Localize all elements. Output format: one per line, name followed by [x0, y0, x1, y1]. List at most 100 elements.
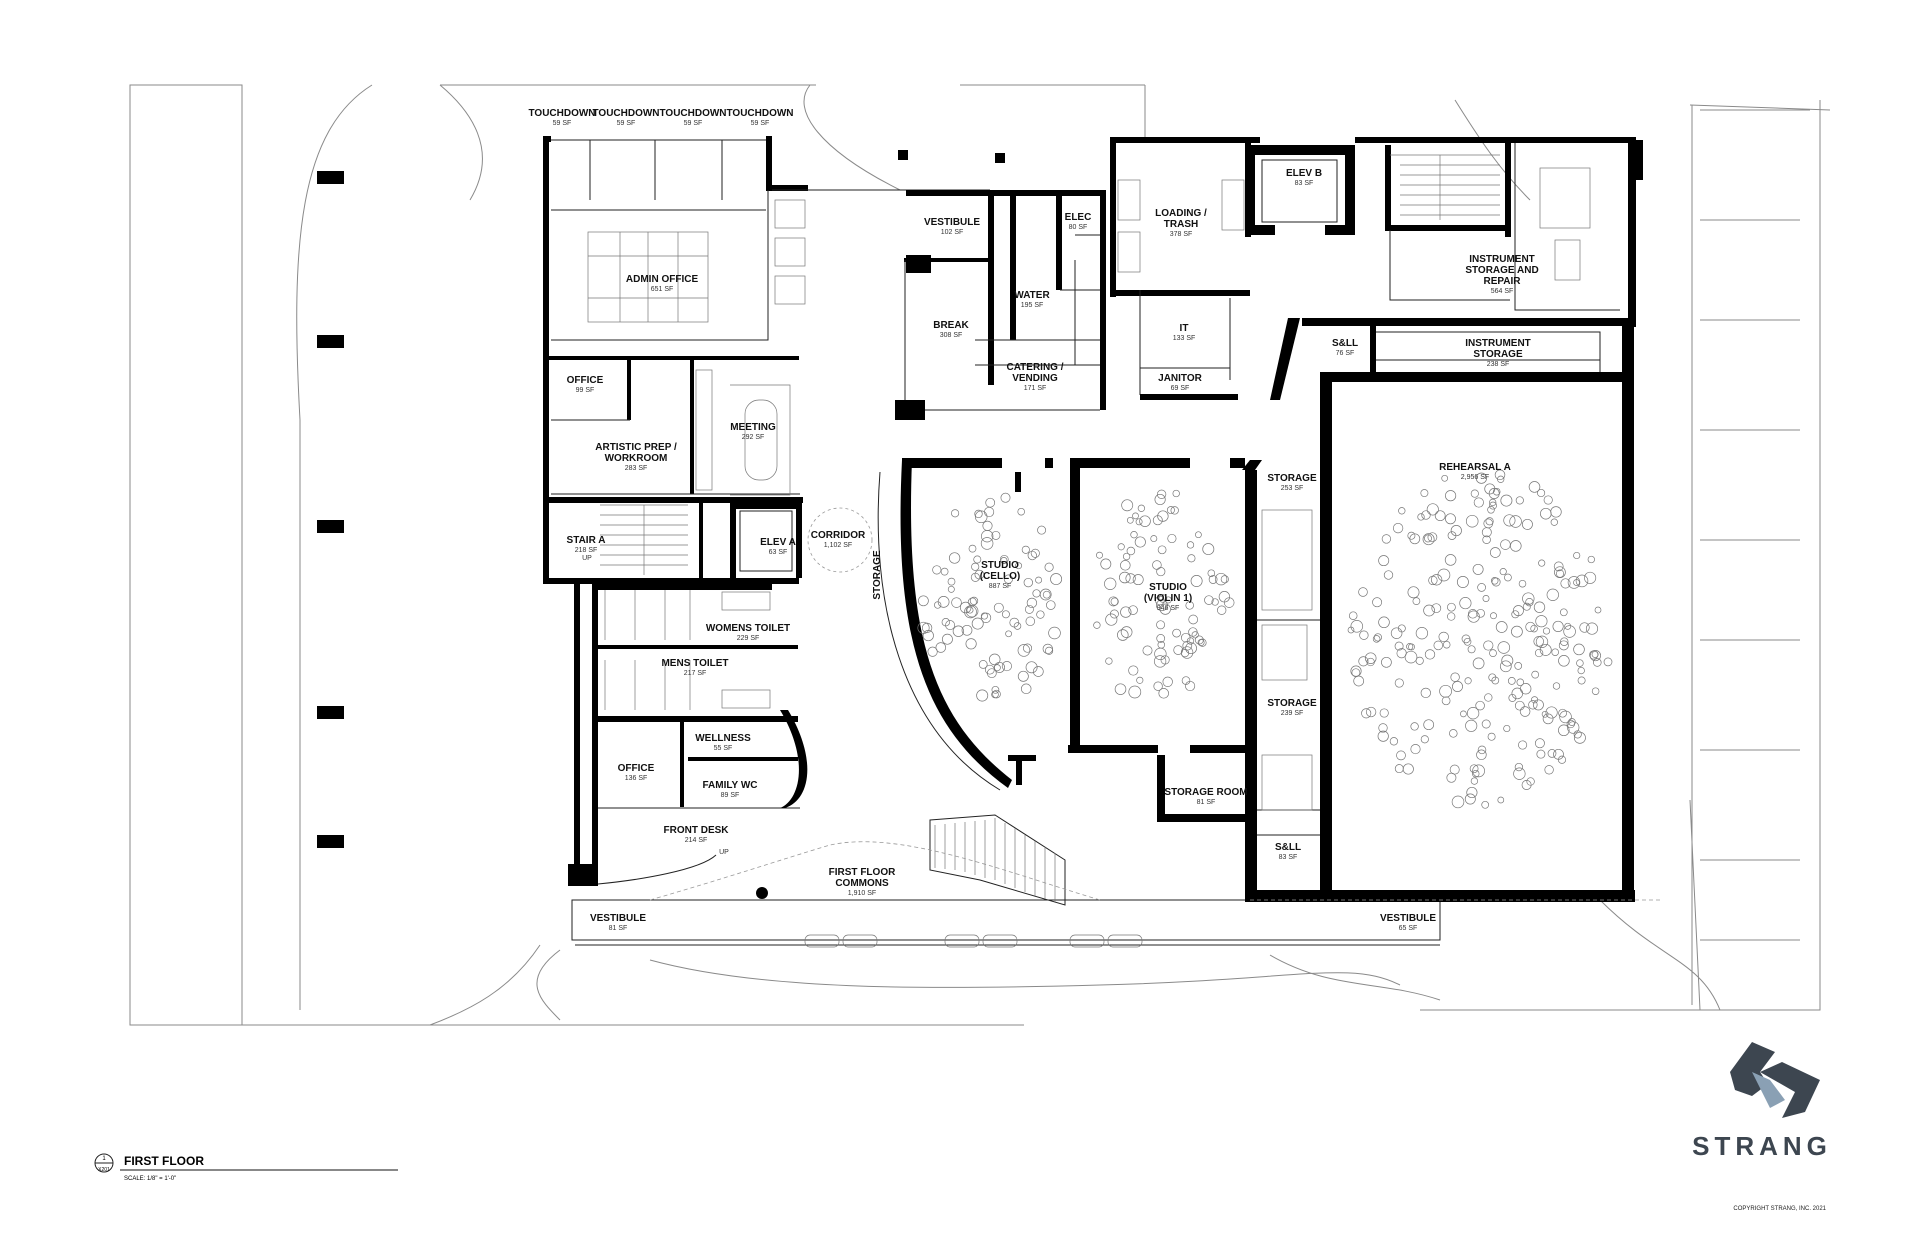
- cello-studio-chair: [974, 509, 983, 519]
- rehearsal-chair: [1451, 795, 1465, 809]
- room-name: VESTIBULE: [590, 913, 646, 924]
- room-name: JANITOR: [1158, 373, 1202, 384]
- cello-studio-chair: [961, 624, 973, 636]
- cello-studio-chair: [945, 620, 956, 631]
- room-name: MENS TOILET: [661, 658, 728, 669]
- room-area: 283 SF: [625, 465, 648, 472]
- rehearsal-chair: [1514, 700, 1525, 711]
- rehearsal-chair: [1364, 652, 1377, 664]
- violin-studio-chair: [1122, 552, 1131, 561]
- rehearsal-chair: [1532, 699, 1544, 711]
- cello-studio-chair: [1000, 492, 1011, 503]
- violin-studio-chair: [1223, 597, 1235, 608]
- violin-studio-chair: [1105, 613, 1118, 626]
- room-area: 308 SF: [940, 332, 963, 339]
- violin-studio-chair: [1121, 499, 1134, 512]
- rehearsal-chair: [1557, 755, 1567, 764]
- room-area: 229 SF: [737, 635, 760, 642]
- rehearsal-chair: [1372, 635, 1381, 643]
- room-name: VESTIBULE: [924, 217, 980, 228]
- rehearsal-chair: [1433, 640, 1444, 651]
- room-name: S&LL: [1332, 338, 1358, 349]
- room-area: 55 SF: [714, 745, 733, 752]
- violin-studio-chair: [1132, 512, 1139, 520]
- rehearsal-chair: [1573, 731, 1586, 744]
- room-area: 292 SF: [742, 434, 765, 441]
- cello-studio-chair: [947, 577, 956, 586]
- cello-studio-chair: [969, 596, 979, 606]
- violin-studio-chair: [1162, 676, 1173, 687]
- room-name: ELEC: [1065, 212, 1092, 223]
- violin-studio-chair: [1167, 533, 1177, 544]
- room-name: STORAGE: [1473, 349, 1523, 360]
- violin-studio-chair: [1128, 665, 1139, 676]
- cello-studio-chair: [932, 565, 942, 575]
- rehearsal-chair: [1483, 518, 1494, 529]
- rehearsal-chair: [1481, 719, 1491, 729]
- rehearsal-chair: [1466, 786, 1478, 799]
- cello-studio-chair: [1042, 590, 1051, 599]
- cello-studio-chair: [918, 595, 929, 607]
- cello-studio-chair: [1003, 574, 1013, 584]
- rehearsal-chair: [1350, 620, 1364, 633]
- violin-studio-chair: [1170, 506, 1179, 515]
- room-area: 83 SF: [1279, 854, 1298, 861]
- rehearsal-chair: [1511, 610, 1520, 619]
- room-name: FIRST FLOOR: [829, 867, 896, 878]
- cello-studio-chair: [971, 617, 984, 630]
- cello-studio-chair: [1022, 643, 1033, 653]
- room-label-elev-b: ELEV B83 SF: [1286, 168, 1322, 187]
- rehearsal-chair: [1420, 687, 1431, 699]
- rehearsal-chair: [1550, 518, 1558, 526]
- cello-studio-chair: [959, 601, 972, 614]
- rehearsal-chair: [1423, 719, 1435, 731]
- rehearsal-chair: [1503, 514, 1516, 527]
- rehearsal-chair: [1521, 518, 1533, 530]
- room-area: 76 SF: [1336, 350, 1355, 357]
- violin-studio-chair: [1218, 591, 1231, 603]
- strang-logo: STRANG: [1692, 1042, 1827, 1161]
- rehearsal-chair: [1427, 532, 1438, 543]
- room-area: 99 SF: [576, 387, 595, 394]
- violin-studio-chair: [1185, 680, 1196, 692]
- cello-studio-chair: [921, 622, 933, 634]
- violin-studio-chair: [1157, 545, 1167, 555]
- cello-studio-chair: [965, 604, 979, 618]
- rehearsal-chair: [1579, 622, 1590, 633]
- room-name: BREAK: [933, 320, 969, 331]
- cello-studio-chair: [1046, 600, 1056, 610]
- room-area: 887 SF: [989, 583, 1012, 590]
- room-name: TOUCHDOWN: [592, 108, 659, 119]
- rehearsal-chair: [1431, 603, 1442, 614]
- rehearsal-chair: [1377, 730, 1389, 742]
- rehearsal-chair: [1472, 764, 1485, 778]
- room-area: 59 SF: [553, 120, 572, 127]
- cello-studio-chair: [1032, 589, 1041, 598]
- room-area: 81 SF: [609, 925, 628, 932]
- cello-studio-chair: [1035, 576, 1043, 584]
- room-name: TOUCHDOWN: [528, 108, 595, 119]
- rehearsal-chair: [1412, 597, 1421, 605]
- rehearsal-chair: [1439, 684, 1452, 698]
- rehearsal-chair: [1594, 606, 1602, 614]
- room-name: REHEARSAL A: [1439, 462, 1511, 473]
- rehearsal-chair: [1573, 643, 1585, 656]
- rehearsal-chair: [1417, 513, 1425, 521]
- rehearsal-chair: [1421, 510, 1431, 520]
- rehearsal-chair: [1463, 637, 1472, 646]
- cello-studio-chair: [992, 689, 1001, 699]
- room-name: OFFICE: [567, 375, 604, 386]
- rehearsal-chair: [1466, 707, 1480, 720]
- rehearsal-chair: [1499, 660, 1512, 673]
- rehearsal-chair: [1475, 472, 1487, 484]
- violin-studio-chair: [1126, 516, 1134, 524]
- rehearsal-chair: [1394, 678, 1404, 688]
- rehearsal-chair: [1499, 568, 1507, 576]
